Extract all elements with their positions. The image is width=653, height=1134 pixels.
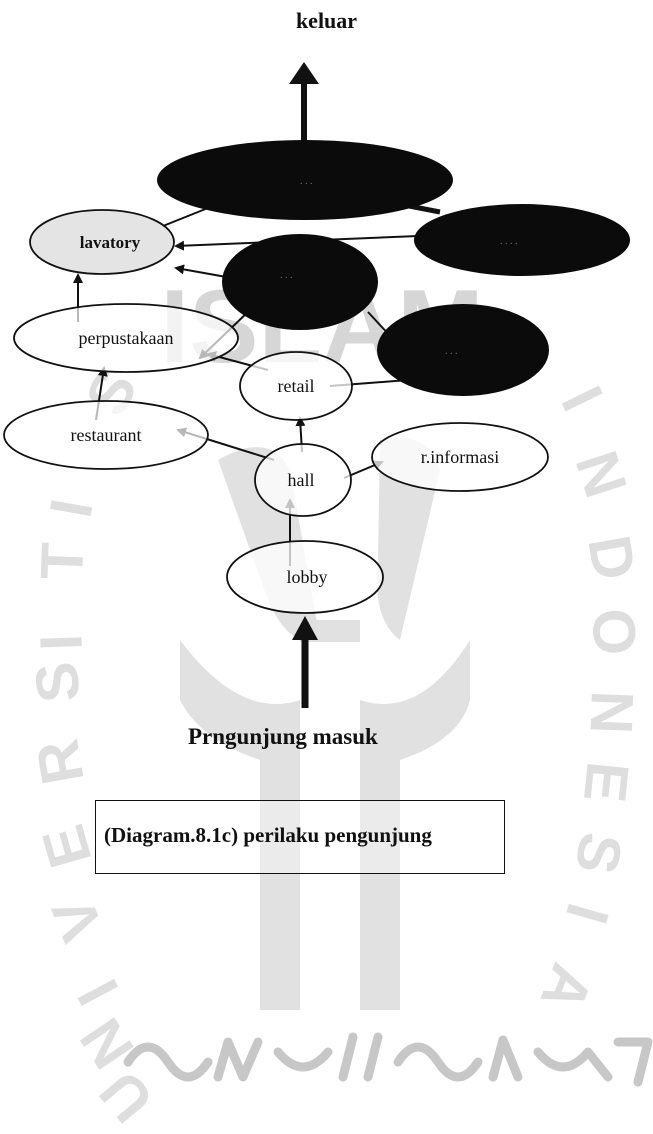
node-informasi: r.informasi — [371, 422, 549, 492]
svg-text:N: N — [577, 690, 645, 736]
perpustakaan-label: perpustakaan — [79, 328, 174, 348]
dark-node-lower-right-label: . . . — [445, 346, 458, 357]
dark-node-right-label: . . . . — [500, 236, 518, 247]
node-hall: hall — [254, 443, 352, 517]
svg-text:I: I — [27, 633, 95, 652]
node-lavatory: lavatory — [29, 209, 175, 275]
entry-label: Prngunjung masuk — [188, 724, 378, 749]
node-lobby: lobby — [226, 540, 384, 614]
exit-label: keluar — [295, 8, 358, 33]
svg-text:O: O — [579, 606, 649, 657]
svg-text:T: T — [28, 541, 96, 580]
caption-text: (Diagram.8.1c) perilaku pengunjung — [104, 823, 432, 847]
dark-node-top-label: . . . — [300, 176, 313, 187]
calligraphy-band — [123, 1032, 653, 1087]
dark-node-right — [414, 204, 630, 276]
informasi-label: r.informasi — [421, 447, 500, 467]
node-retail: retail — [239, 351, 353, 421]
lobby-label: lobby — [286, 567, 327, 587]
exit-arrow — [289, 62, 319, 150]
svg-text:S: S — [22, 659, 93, 706]
restaurant-label: restaurant — [71, 425, 142, 445]
hall-label: hall — [288, 470, 315, 490]
retail-label: retail — [278, 376, 315, 396]
node-restaurant: restaurant — [3, 400, 209, 470]
dark-node-top — [157, 140, 453, 220]
svg-text:E: E — [571, 759, 642, 806]
dark-node-lower-right — [377, 304, 549, 396]
dark-node-center — [222, 234, 378, 330]
dark-node-center-label: . . . — [280, 270, 293, 281]
caption-box: (Diagram.8.1c) perilaku pengunjung — [95, 800, 505, 874]
entry-arrow — [292, 616, 318, 708]
node-perpustakaan: perpustakaan — [13, 303, 239, 373]
lavatory-label: lavatory — [80, 233, 141, 252]
